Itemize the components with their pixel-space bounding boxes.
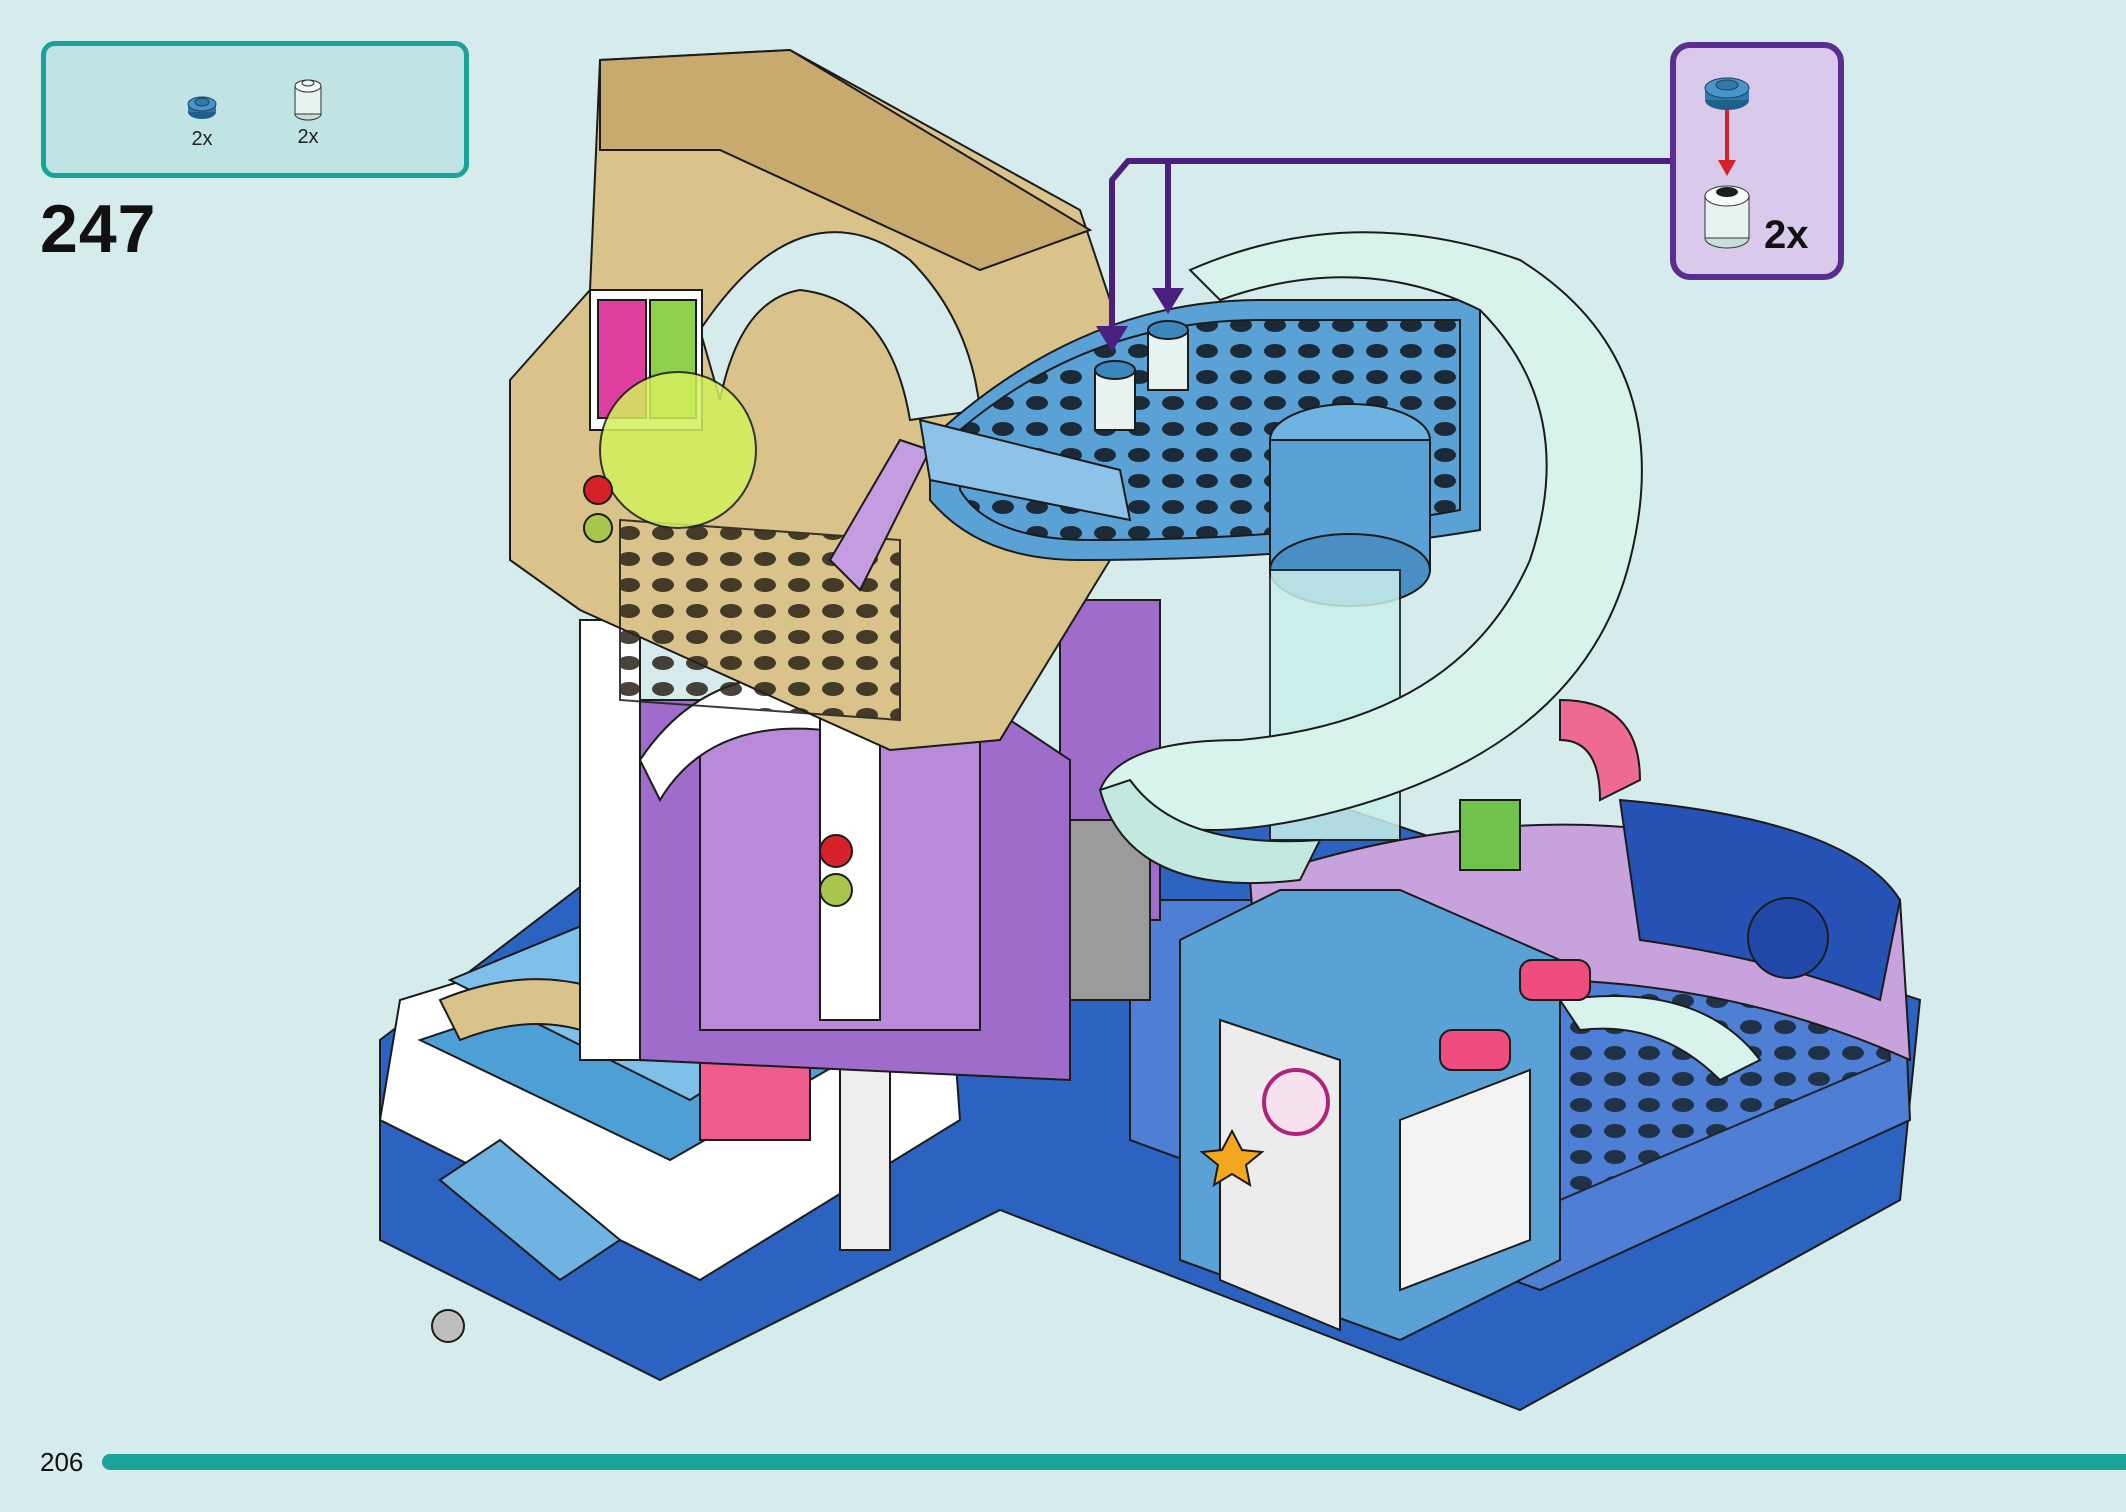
- subassembly-callout: 2x: [1670, 42, 1844, 280]
- part-item: 2x: [278, 74, 338, 149]
- round-brick-1x1-transparent-icon: [294, 79, 322, 121]
- callout-qty: 2x: [1764, 213, 1809, 257]
- part-qty: 2x: [191, 128, 213, 150]
- pool-area: [1618, 798, 1902, 1002]
- model-illustration: [378, 48, 1922, 1412]
- round-brick-1x1-transparent-icon: [1704, 185, 1750, 249]
- progress-bar: [102, 1454, 2126, 1470]
- arrow-down-icon: [1718, 110, 1736, 176]
- round-plate-1x1-blue-icon: [1704, 77, 1750, 110]
- bathroom-tower: [1179, 698, 1642, 1342]
- parts-list-box: 2x 2x: [41, 41, 469, 178]
- placement-arrows: [1109, 158, 1670, 330]
- placement-arrowheads: [1096, 288, 1184, 352]
- arch-tower: [509, 48, 1111, 752]
- page-number: 206: [40, 1447, 84, 1477]
- top-deck: [918, 299, 1481, 841]
- part-item: 2x: [172, 90, 232, 151]
- part-qty: 2x: [297, 126, 319, 148]
- step-number: 247: [40, 191, 157, 267]
- spiral-slide: [1098, 231, 1762, 1082]
- new-parts: [1094, 320, 1189, 431]
- central-building: [579, 599, 1161, 1082]
- round-plate-1x1-blue-icon: [187, 96, 217, 119]
- subassembly-diagram: [1704, 77, 1750, 249]
